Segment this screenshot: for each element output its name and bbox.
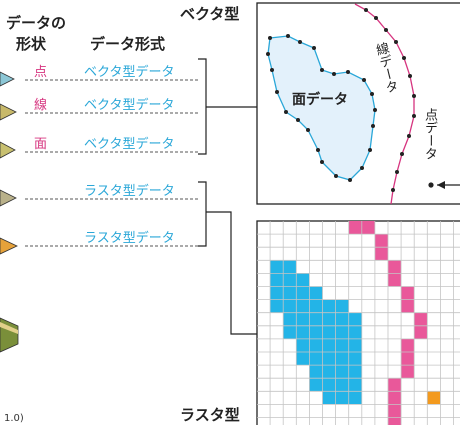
- raster-cell: [348, 312, 362, 326]
- raster-cell: [270, 299, 284, 313]
- shape-header-line1: データの: [6, 14, 67, 32]
- raster-cell: [348, 378, 362, 392]
- raster-cell: [361, 221, 375, 235]
- raster-cell: [270, 286, 284, 300]
- raster-cell: [322, 365, 336, 379]
- footnote: 1.0): [4, 413, 24, 424]
- raster-cell: [283, 299, 297, 313]
- raster-cell: [283, 260, 297, 274]
- raster-cell: [283, 325, 297, 339]
- raster-cell: [427, 391, 441, 405]
- raster-cell: [309, 286, 323, 300]
- raster-cell: [414, 312, 428, 326]
- raster-cell: [322, 378, 336, 392]
- raster-cell: [322, 312, 336, 326]
- format-label-raster-2: ラスタ型データ: [84, 231, 175, 246]
- raster-cell: [296, 338, 310, 352]
- raster-cell: [401, 286, 415, 300]
- raster-cell: [296, 286, 310, 300]
- raster-cell: [309, 365, 323, 379]
- raster-cell: [322, 299, 336, 313]
- raster-title: ラスタ型: [180, 406, 240, 424]
- vector-title: ベクタ型: [180, 5, 240, 23]
- line-feature: [354, 3, 415, 205]
- raster-cell: [322, 391, 336, 405]
- format-label-raster-1: ラスタ型データ: [84, 184, 175, 199]
- raster-cell: [335, 365, 349, 379]
- raster-cell: [388, 273, 402, 287]
- raster-cell: [309, 325, 323, 339]
- format-label-point: ベクタ型データ: [84, 65, 175, 80]
- raster-cell: [296, 273, 310, 287]
- raster-cell: [401, 299, 415, 313]
- raster-cell: [322, 338, 336, 352]
- raster-cell: [388, 260, 402, 274]
- format-label-area: ベクタ型データ: [84, 137, 175, 152]
- raster-grid: [257, 221, 460, 425]
- raster-cell: [401, 338, 415, 352]
- raster-cell: [335, 352, 349, 366]
- raster-cell: [348, 338, 362, 352]
- raster-cell: [322, 352, 336, 366]
- raster-cell: [348, 391, 362, 405]
- raster-cell: [414, 325, 428, 339]
- raster-cell: [401, 365, 415, 379]
- area-vertices: [266, 34, 377, 182]
- layer-illustrations: [0, 71, 19, 353]
- raster-cell: [335, 378, 349, 392]
- raster-cell: [348, 365, 362, 379]
- raster-cell: [322, 325, 336, 339]
- raster-cell: [296, 352, 310, 366]
- raster-cell: [296, 312, 310, 326]
- raster-cell: [270, 260, 284, 274]
- shape-label-point: 点: [34, 65, 48, 80]
- raster-cell: [388, 378, 402, 392]
- raster-cells: [270, 221, 441, 425]
- raster-cell: [348, 352, 362, 366]
- raster-cell: [309, 299, 323, 313]
- shape-label-line: 線: [34, 98, 48, 113]
- raster-cell: [335, 391, 349, 405]
- raster-cell: [335, 312, 349, 326]
- raster-cell: [388, 404, 402, 418]
- arrow-icon: [437, 181, 460, 189]
- area-data-label: 面データ: [292, 92, 348, 108]
- raster-cell: [348, 325, 362, 339]
- raster-cell: [335, 338, 349, 352]
- point-feature: [428, 182, 434, 188]
- raster-bracket: [198, 181, 257, 335]
- dashed-lines: [25, 79, 198, 247]
- raster-cell: [283, 312, 297, 326]
- line-vertices: [364, 8, 416, 192]
- vector-bracket: [198, 58, 257, 155]
- format-label-line: ベクタ型データ: [84, 98, 175, 113]
- raster-cell: [335, 299, 349, 313]
- raster-cell: [296, 299, 310, 313]
- shape-label-area: 面: [34, 137, 48, 152]
- area-polygon: [267, 35, 376, 181]
- raster-cell: [309, 378, 323, 392]
- raster-cell: [335, 325, 349, 339]
- raster-cell: [296, 325, 310, 339]
- raster-cell: [309, 338, 323, 352]
- raster-cell: [388, 417, 402, 425]
- raster-cell: [309, 312, 323, 326]
- raster-cell: [283, 273, 297, 287]
- raster-cell: [388, 391, 402, 405]
- point-data-label: 点データ: [422, 108, 437, 160]
- shape-header-line2: 形状: [16, 35, 47, 53]
- raster-cell: [348, 221, 362, 235]
- raster-cell: [270, 273, 284, 287]
- raster-cell: [374, 234, 388, 248]
- raster-cell: [374, 247, 388, 261]
- format-header: データ形式: [90, 35, 166, 53]
- raster-cell: [283, 286, 297, 300]
- raster-cell: [401, 352, 415, 366]
- raster-cell: [309, 352, 323, 366]
